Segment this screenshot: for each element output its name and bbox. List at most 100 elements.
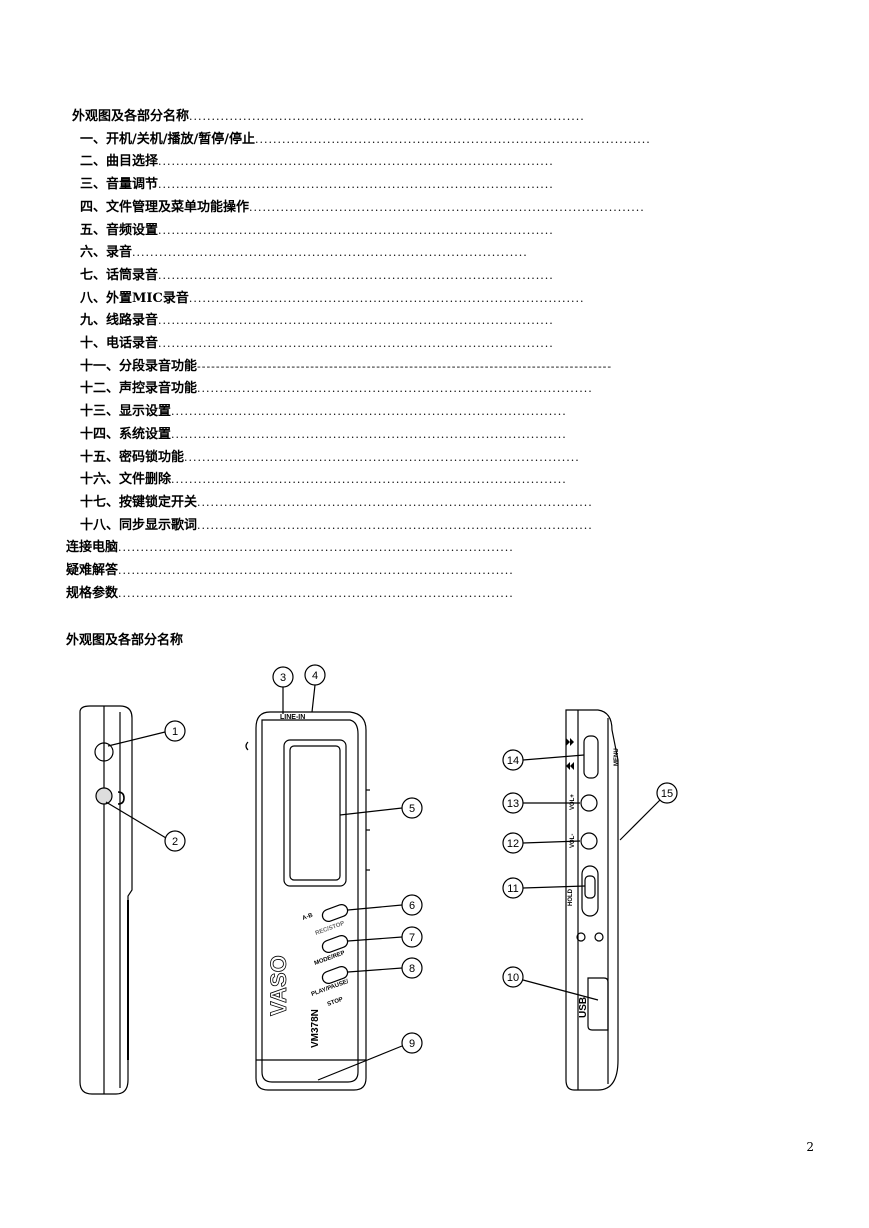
- callout-7: [401, 926, 423, 948]
- hold-label: HOLD: [568, 888, 574, 906]
- callout-15-label: 15: [661, 788, 673, 800]
- play-pause-label: PLAY/PAUSE/: [311, 979, 350, 998]
- toc-item[interactable]: 规格参数....................................…: [66, 584, 658, 604]
- toc-item-leader: ........................................…: [249, 200, 645, 214]
- toc-item-leader: ........................................…: [197, 495, 593, 509]
- toc-item-leader: ........................................…: [158, 268, 554, 282]
- toc-item-leader: ........................................…: [171, 405, 567, 419]
- toc-item[interactable]: 十八、同步显示歌词...............................…: [80, 516, 680, 536]
- callout-9-label: 9: [409, 1038, 415, 1050]
- toc-item-label: 二、曲目选择: [80, 154, 159, 170]
- menu-label: MENU: [614, 748, 620, 766]
- toc-item[interactable]: 十五、密码锁功能................................…: [80, 448, 680, 468]
- callout-7-label: 7: [409, 932, 415, 944]
- callout-2: [164, 830, 186, 852]
- toc-item-leader: ........................................…: [132, 246, 528, 260]
- toc-item[interactable]: 十、电话录音..................................…: [80, 334, 685, 354]
- toc-item-label: 五、音频设置: [80, 222, 159, 238]
- toc-item[interactable]: 外观图及各部分名称...............................…: [72, 107, 660, 127]
- toc-item-leader: ........................................…: [255, 132, 651, 146]
- toc-item-leader: ........................................…: [158, 155, 554, 169]
- toc-item[interactable]: 十六、文件删除.................................…: [80, 470, 680, 490]
- toc-item-label: 九、线路录音: [80, 313, 159, 329]
- toc-item-label: 十七、按键锁定开关: [80, 494, 198, 510]
- toc-item-leader: ........................................…: [197, 518, 593, 532]
- callout-14: [502, 749, 524, 771]
- toc-item-leader: ........................................…: [158, 178, 554, 192]
- callout-1: [164, 720, 186, 742]
- toc-item-label: 七、话筒录音: [80, 267, 159, 283]
- mode-rep-label: MODE/REP: [314, 950, 346, 967]
- vol-minus-label: VOL-: [570, 834, 576, 848]
- toc-item-leader: ........................................…: [158, 337, 554, 350]
- toc-item-label: 外观图及各部分名称: [72, 109, 190, 124]
- toc-item-label: 四、文件管理及菜单功能操作: [80, 199, 250, 215]
- toc-item[interactable]: 四、文件管理及菜单功能操作...........................…: [80, 198, 655, 218]
- toc-item-label: 规格参数: [66, 585, 119, 601]
- callout-4: [304, 664, 326, 686]
- callout-3: [272, 666, 294, 688]
- toc-item[interactable]: 二、曲目选择..................................…: [80, 152, 640, 172]
- callout-11-label: 11: [507, 883, 518, 895]
- toc-item[interactable]: 六、录音....................................…: [80, 243, 670, 263]
- toc-item-label: 十四、系统设置: [80, 426, 172, 442]
- toc-item-leader: ........................................…: [158, 223, 554, 237]
- callout-5-label: 5: [409, 803, 415, 815]
- toc-item[interactable]: 五、音频设置..................................…: [80, 221, 660, 241]
- toc-item[interactable]: 七、话筒录音..................................…: [80, 266, 622, 286]
- front-view: [245, 711, 370, 1091]
- toc-item-label: 十六、文件删除: [80, 472, 172, 488]
- toc-item[interactable]: 十二、声控录音功能...............................…: [80, 379, 670, 399]
- stop-label: STOP: [327, 997, 344, 1008]
- toc-item-leader: ........................................…: [197, 382, 593, 396]
- left-side-view: [79, 705, 133, 1095]
- toc-item-label: 连接电脑: [66, 540, 119, 556]
- section-title: 外观图及各部分名称: [66, 633, 184, 648]
- callout-15: [656, 782, 678, 804]
- callout-11: [502, 877, 524, 899]
- line-in-label: LINE-IN: [280, 714, 305, 721]
- rewind-icon: [566, 762, 574, 770]
- toc-item-label: 十二、声控录音功能: [80, 381, 198, 397]
- callout-2-label: 2: [172, 836, 178, 848]
- toc-item[interactable]: 一、开机/关机/播放/暂停/停止........................…: [80, 130, 655, 150]
- toc-item-label: 八、外置MIC录音: [80, 290, 189, 306]
- callout-6: [401, 894, 423, 916]
- toc-item-label: 十五、密码锁功能: [80, 449, 185, 465]
- toc-item[interactable]: 九、线路录音..................................…: [80, 311, 670, 331]
- callout-13-label: 13: [507, 798, 519, 810]
- toc-item[interactable]: 十四、系统设置.................................…: [80, 425, 680, 445]
- callout-12: [502, 832, 524, 854]
- toc-item-leader: ........................................…: [189, 110, 585, 123]
- toc-item[interactable]: 十三、显示设置.................................…: [80, 402, 682, 422]
- toc-item[interactable]: 八、外置MIC录音...............................…: [80, 289, 645, 309]
- callout-10: [502, 966, 524, 988]
- toc-item-label: 十三、显示设置: [80, 404, 172, 420]
- callout-4-label: 4: [312, 670, 318, 682]
- toc-item-label: 疑难解答: [66, 563, 119, 578]
- callout-8: [401, 957, 423, 979]
- model-label: VM378N: [310, 1009, 321, 1048]
- toc-item-leader: ........................................…: [118, 541, 514, 555]
- toc-item[interactable]: 三、音量调节..................................…: [80, 175, 640, 195]
- toc-item-leader: ........................................…: [171, 427, 567, 441]
- toc-item-label: 十八、同步显示歌词: [80, 517, 198, 533]
- callout-1-label: 1: [172, 726, 178, 738]
- toc-item-label: 十一、分段录音功能: [80, 358, 198, 374]
- page-number: 2: [806, 1140, 814, 1154]
- toc-item[interactable]: 连接电脑....................................…: [66, 538, 650, 558]
- vol-plus-label: VOL+: [570, 794, 576, 810]
- toc-item-label: 三、音量调节: [80, 177, 159, 193]
- usb-label: USB: [578, 997, 589, 1018]
- toc-item-leader: ........................................…: [118, 586, 514, 600]
- toc-item[interactable]: 十七、按键锁定开关...............................…: [80, 493, 688, 513]
- toc-item[interactable]: 疑难解答....................................…: [66, 561, 658, 581]
- callout-13: [502, 792, 524, 814]
- rec-stop-label: REC/STOP: [315, 921, 346, 937]
- toc-item[interactable]: 十一、分段录音功能-------------------------------…: [80, 357, 660, 377]
- callout-5: [401, 797, 423, 819]
- toc-item-label: 一、开机/关机/播放/暂停/停止: [80, 131, 255, 147]
- toc-item-leader: ........................................…: [184, 450, 580, 464]
- toc-item-leader: ........................................…: [158, 314, 554, 328]
- fast-forward-icon: [566, 738, 574, 746]
